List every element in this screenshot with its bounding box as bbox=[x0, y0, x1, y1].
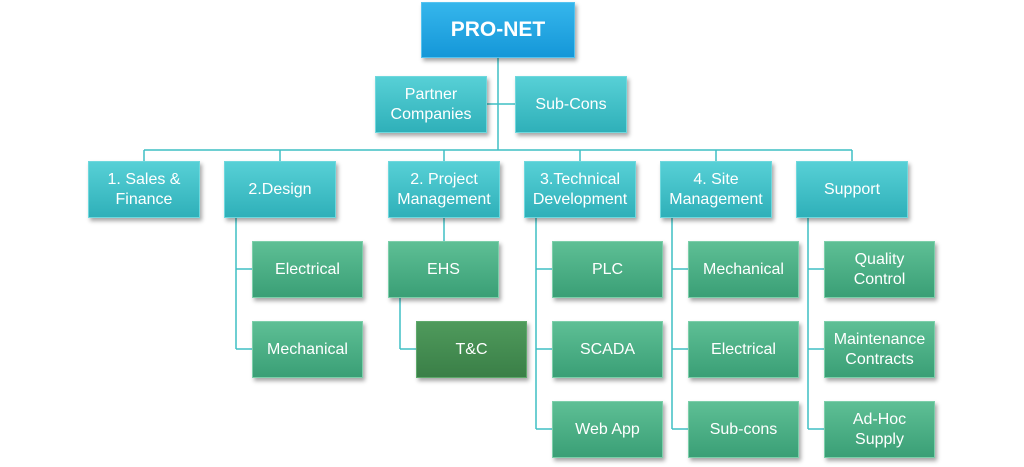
node-ad-hoc-supply[interactable]: Ad-Hoc Supply bbox=[824, 401, 935, 458]
node-sub-cons[interactable]: Sub-Cons bbox=[515, 76, 627, 133]
node-design-mechanical[interactable]: Mechanical bbox=[252, 321, 363, 378]
node-web-app[interactable]: Web App bbox=[552, 401, 663, 458]
node-project-management[interactable]: 2. Project Management bbox=[388, 161, 500, 218]
node-support[interactable]: Support bbox=[796, 161, 908, 218]
node-quality-control[interactable]: Quality Control bbox=[824, 241, 935, 298]
node-sales-finance[interactable]: 1. Sales & Finance bbox=[88, 161, 200, 218]
root-node-pro-net[interactable]: PRO-NET bbox=[421, 2, 575, 58]
node-site-mechanical[interactable]: Mechanical bbox=[688, 241, 799, 298]
node-partner-companies[interactable]: Partner Companies bbox=[375, 76, 487, 133]
node-maintenance-contracts[interactable]: Maintenance Contracts bbox=[824, 321, 935, 378]
node-t-and-c[interactable]: T&C bbox=[416, 321, 527, 378]
node-technical-development[interactable]: 3.Technical Development bbox=[524, 161, 636, 218]
node-site-sub-cons[interactable]: Sub-cons bbox=[688, 401, 799, 458]
node-design-electrical[interactable]: Electrical bbox=[252, 241, 363, 298]
node-ehs[interactable]: EHS bbox=[388, 241, 499, 298]
node-plc[interactable]: PLC bbox=[552, 241, 663, 298]
node-scada[interactable]: SCADA bbox=[552, 321, 663, 378]
node-design[interactable]: 2.Design bbox=[224, 161, 336, 218]
node-site-management[interactable]: 4. Site Management bbox=[660, 161, 772, 218]
node-site-electrical[interactable]: Electrical bbox=[688, 321, 799, 378]
